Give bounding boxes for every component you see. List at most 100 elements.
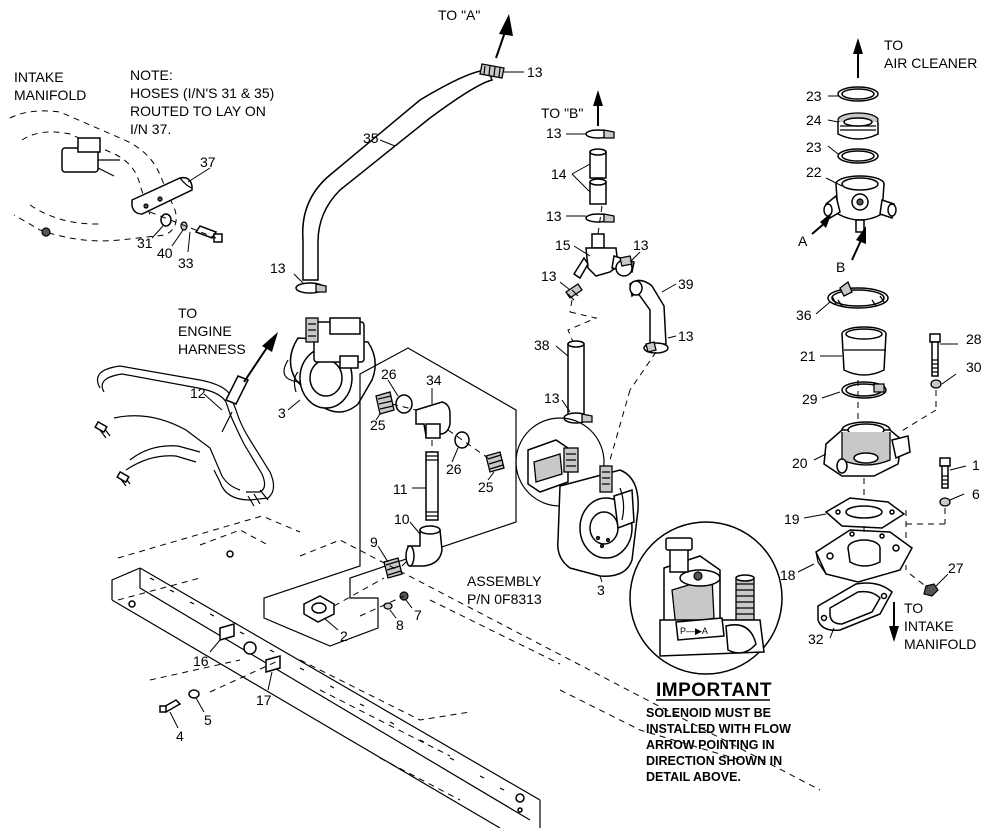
arrow-b-label: B [836, 259, 845, 275]
to-engine-harness-label-1: TO [178, 305, 197, 321]
callout-numbers: 13 35 37 31 40 33 13 12 3 26 34 25 26 25… [137, 64, 982, 744]
adapter-24 [827, 112, 879, 140]
callout-2: 2 [340, 628, 348, 644]
callout-25: 25 [478, 479, 494, 495]
to-intake-manifold-label-2: INTAKE [904, 618, 954, 634]
to-intake-manifold-label-1: TO [904, 600, 923, 616]
callout-19: 19 [784, 511, 800, 527]
callout-8: 8 [396, 617, 404, 633]
callout-26: 26 [446, 461, 462, 477]
callout-34: 34 [426, 372, 442, 388]
dash-14-15 [597, 205, 603, 235]
to-intake-manifold-arrow [889, 602, 899, 642]
callout-38: 38 [534, 337, 550, 353]
fitting-2 [303, 577, 385, 631]
callout-31: 31 [137, 235, 153, 251]
clamp-13-b1 [566, 129, 615, 139]
clamp-13-b3 [615, 251, 641, 277]
important-note: IMPORTANT SOLENOID MUST BE INSTALLED WIT… [646, 680, 791, 784]
bolt-1 [939, 457, 967, 489]
clamp-36 [815, 280, 889, 315]
callout-14: 14 [551, 166, 567, 182]
callout-20: 20 [792, 455, 808, 471]
callout-36: 36 [796, 307, 812, 323]
callout-13: 13 [544, 390, 560, 406]
hose-35 [301, 69, 494, 281]
intake-manifold-label-2: MANIFOLD [14, 87, 86, 103]
to-engine-harness-label-2: ENGINE [178, 323, 232, 339]
to-intake-manifold-label-3: MANIFOLD [904, 636, 976, 652]
arrow-a [811, 212, 832, 235]
intake-manifold-label-1: INTAKE [14, 69, 64, 85]
regulator-3-left [283, 317, 376, 413]
callout-40: 40 [157, 245, 173, 261]
throttle-body-20 [813, 421, 911, 477]
callout-13: 13 [546, 125, 562, 141]
important-line-3: ARROW POINTING IN [646, 738, 774, 752]
callout-21: 21 [800, 348, 816, 364]
arrow-a-label: A [798, 233, 808, 249]
callout-22: 22 [806, 164, 822, 180]
callout-39: 39 [678, 276, 694, 292]
callout-37: 37 [200, 154, 216, 170]
note-line-4: I/N 37. [130, 121, 171, 137]
adapter-plate-18 [797, 529, 913, 583]
callout-17: 17 [256, 692, 272, 708]
assembly-label-1: ASSEMBLY [467, 573, 542, 589]
callout-35: 35 [363, 130, 379, 146]
callout-11: 11 [393, 481, 408, 497]
clamp-13-top [479, 63, 524, 79]
clamp-29 [821, 381, 887, 399]
intake-manifold-outline [9, 110, 177, 242]
callout-3: 3 [278, 405, 286, 421]
callout-13: 13 [633, 237, 649, 253]
callout-18: 18 [780, 567, 796, 583]
hose-38 [555, 340, 585, 417]
to-b-label: TO "B" [541, 105, 583, 121]
assembly-box [263, 347, 517, 647]
clamp-13-b4 [559, 281, 598, 345]
arrow-b [851, 226, 866, 261]
hose-14 [571, 148, 607, 205]
note-line-3: ROUTED TO LAY ON [130, 103, 266, 119]
clamp-13-b6 [609, 335, 677, 461]
bolt-28 [929, 333, 958, 377]
hardware-8-7 [359, 591, 413, 619]
callout-15: 15 [555, 237, 571, 253]
to-engine-harness-label-3: HARNESS [178, 341, 246, 357]
callout-30: 30 [966, 359, 982, 375]
to-air-cleaner-label-1: TO [884, 37, 903, 53]
callout-12: 12 [190, 385, 206, 401]
callout-32: 32 [808, 631, 824, 647]
text-labels: INTAKE MANIFOLD NOTE: HOSES (I/N'S 31 & … [14, 7, 977, 652]
callout-23: 23 [806, 88, 822, 104]
frame-rail [111, 515, 821, 828]
important-line-1: SOLENOID MUST BE [646, 706, 771, 720]
o-ring-23-lower [827, 145, 879, 164]
elbow-10 [405, 521, 443, 567]
to-b-arrow [593, 90, 603, 126]
important-line-4: DIRECTION SHOWN IN [646, 754, 782, 768]
hardware-31-40-33 [149, 211, 223, 253]
coupler-21 [820, 326, 887, 376]
callout-13: 13 [270, 260, 286, 276]
callout-25: 25 [370, 417, 386, 433]
to-engine-harness-arrow [243, 332, 278, 383]
callout-1: 1 [972, 457, 980, 473]
callout-4: 4 [176, 728, 184, 744]
tee-fitting-34 [375, 379, 505, 481]
regulator-3-right [515, 417, 639, 583]
to-a-arrow [495, 14, 513, 59]
callout-27: 27 [948, 560, 964, 576]
callout-13: 13 [541, 268, 557, 284]
hose-39 [629, 279, 677, 345]
callout-5: 5 [204, 712, 212, 728]
important-line-5: DETAIL ABOVE. [646, 770, 741, 784]
solenoid-detail: P—▶A [629, 521, 783, 675]
callout-10: 10 [394, 511, 410, 527]
o-ring-23-top [828, 86, 879, 102]
bracket-37 [131, 167, 211, 215]
engine-harness-12 [94, 365, 275, 507]
clamp-13-b2 [566, 213, 615, 223]
